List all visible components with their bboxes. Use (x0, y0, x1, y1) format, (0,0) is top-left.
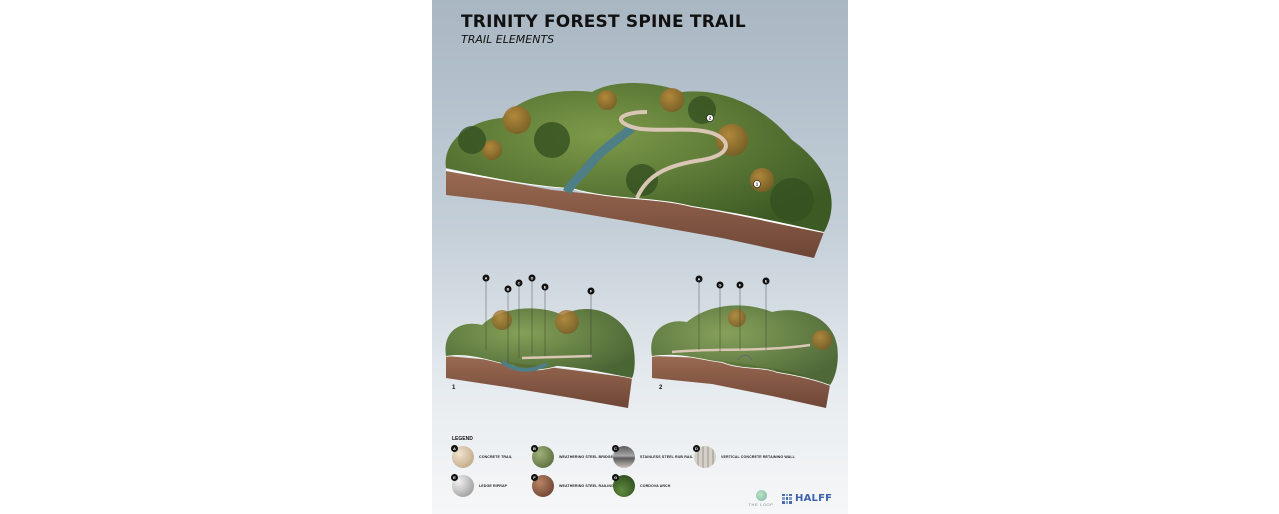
trail-illustration: 1 2 A B C D (445, 83, 838, 408)
steel-railing-swatch: F (531, 474, 554, 497)
section-2-canopy (651, 305, 838, 385)
page-title: TRINITY FOREST SPINE TRAIL (461, 12, 746, 32)
legend-item-b: B WEATHERING STEEL BRIDGE (531, 445, 614, 468)
cordova-arch-swatch: G (612, 474, 635, 497)
legend-item-d: D VERTICAL CONCRETE RETAINING WALL (693, 445, 795, 468)
section-1-callouts: A B C D E F (482, 274, 595, 295)
bridge-swatch: B (531, 445, 554, 468)
s2-callout-a: A (698, 277, 701, 281)
legend-item-a: A CONCRETE TRAIL (451, 445, 513, 468)
legend-item-f: F WEATHERING STEEL RAILING (531, 474, 614, 497)
s2-callout-g: G (719, 283, 722, 287)
retaining-wall-swatch: D (693, 445, 716, 468)
section-1-soil (446, 356, 632, 408)
main-trail (618, 110, 728, 199)
section-2-number: 2 (659, 385, 663, 391)
rub-rail-swatch: C (612, 445, 635, 468)
main-marker-1-label: 1 (756, 182, 759, 187)
legend-key-g: G (612, 474, 619, 481)
section-1-number: 1 (452, 385, 456, 391)
halff-grid-icon (782, 493, 792, 504)
main-block-diagram: 1 2 (445, 83, 832, 258)
s1-callout-d: D (531, 276, 534, 280)
legend-key-c: C (612, 445, 619, 452)
legend-key-a: A (451, 445, 458, 452)
s2-callout-e: E (765, 279, 768, 283)
main-creek (562, 124, 635, 195)
poster: TRINITY FOREST SPINE TRAIL TRAIL ELEMENT… (432, 0, 848, 514)
the-loop-logo: THE LOOP (746, 490, 776, 507)
main-marker-1: 1 (753, 180, 761, 188)
section-1-trail (521, 354, 593, 360)
legend-label-c: STAINLESS STEEL RUB RAIL (640, 455, 693, 459)
section-1-diagram (445, 308, 635, 408)
legend-item-e: E LEDGE RIPRAP (451, 474, 508, 497)
page-subtitle: TRAIL ELEMENTS (461, 33, 555, 46)
section-2-callout-lines (698, 282, 767, 352)
section-2-arch (737, 354, 753, 361)
section-2-diagram (651, 305, 838, 408)
s1-callout-c: C (518, 281, 521, 285)
main-marker-2: 2 (706, 114, 714, 122)
section-2-soil (652, 356, 830, 408)
s1-callout-f: F (590, 289, 593, 293)
section-1-canopy (445, 308, 635, 378)
section-1-callout-lines (485, 281, 592, 362)
legend-key-f: F (531, 474, 538, 481)
s1-callout-a: A (485, 276, 488, 280)
main-soil (446, 170, 824, 258)
legend-key-b: B (531, 445, 538, 452)
the-loop-wordmark: THE LOOP (748, 502, 774, 507)
halff-wordmark: HALFF (795, 493, 833, 504)
s2-callout-f: F (739, 283, 742, 287)
legend-item-c: C STAINLESS STEEL RUB RAIL (612, 445, 693, 468)
riprap-swatch: E (451, 474, 474, 497)
legend-label-g: CORDOVA ARCH (640, 484, 671, 488)
section-1-water (500, 360, 548, 372)
section-2-callouts: A G F E (695, 275, 770, 289)
legend-label-e: LEDGE RIPRAP (479, 484, 508, 488)
main-canopy (445, 83, 832, 232)
loop-mark-icon (755, 490, 767, 501)
legend-label-b: WEATHERING STEEL BRIDGE (559, 455, 614, 459)
main-marker-2-label: 2 (709, 116, 712, 121)
section-2-trail (671, 343, 811, 354)
legend-label-a: CONCRETE TRAIL (479, 455, 513, 459)
concrete-swatch: A (451, 445, 474, 468)
legend-title: LEGEND (452, 436, 473, 442)
legend-item-g: G CORDOVA ARCH (612, 474, 671, 497)
legend-label-f: WEATHERING STEEL RAILING (559, 484, 614, 488)
s1-callout-e: E (544, 285, 547, 289)
s1-callout-b: B (507, 287, 510, 291)
legend-label-d: VERTICAL CONCRETE RETAINING WALL (721, 455, 795, 459)
halff-logo: HALFF (782, 493, 832, 504)
legend-key-e: E (451, 474, 458, 481)
legend-key-d: D (693, 445, 700, 452)
